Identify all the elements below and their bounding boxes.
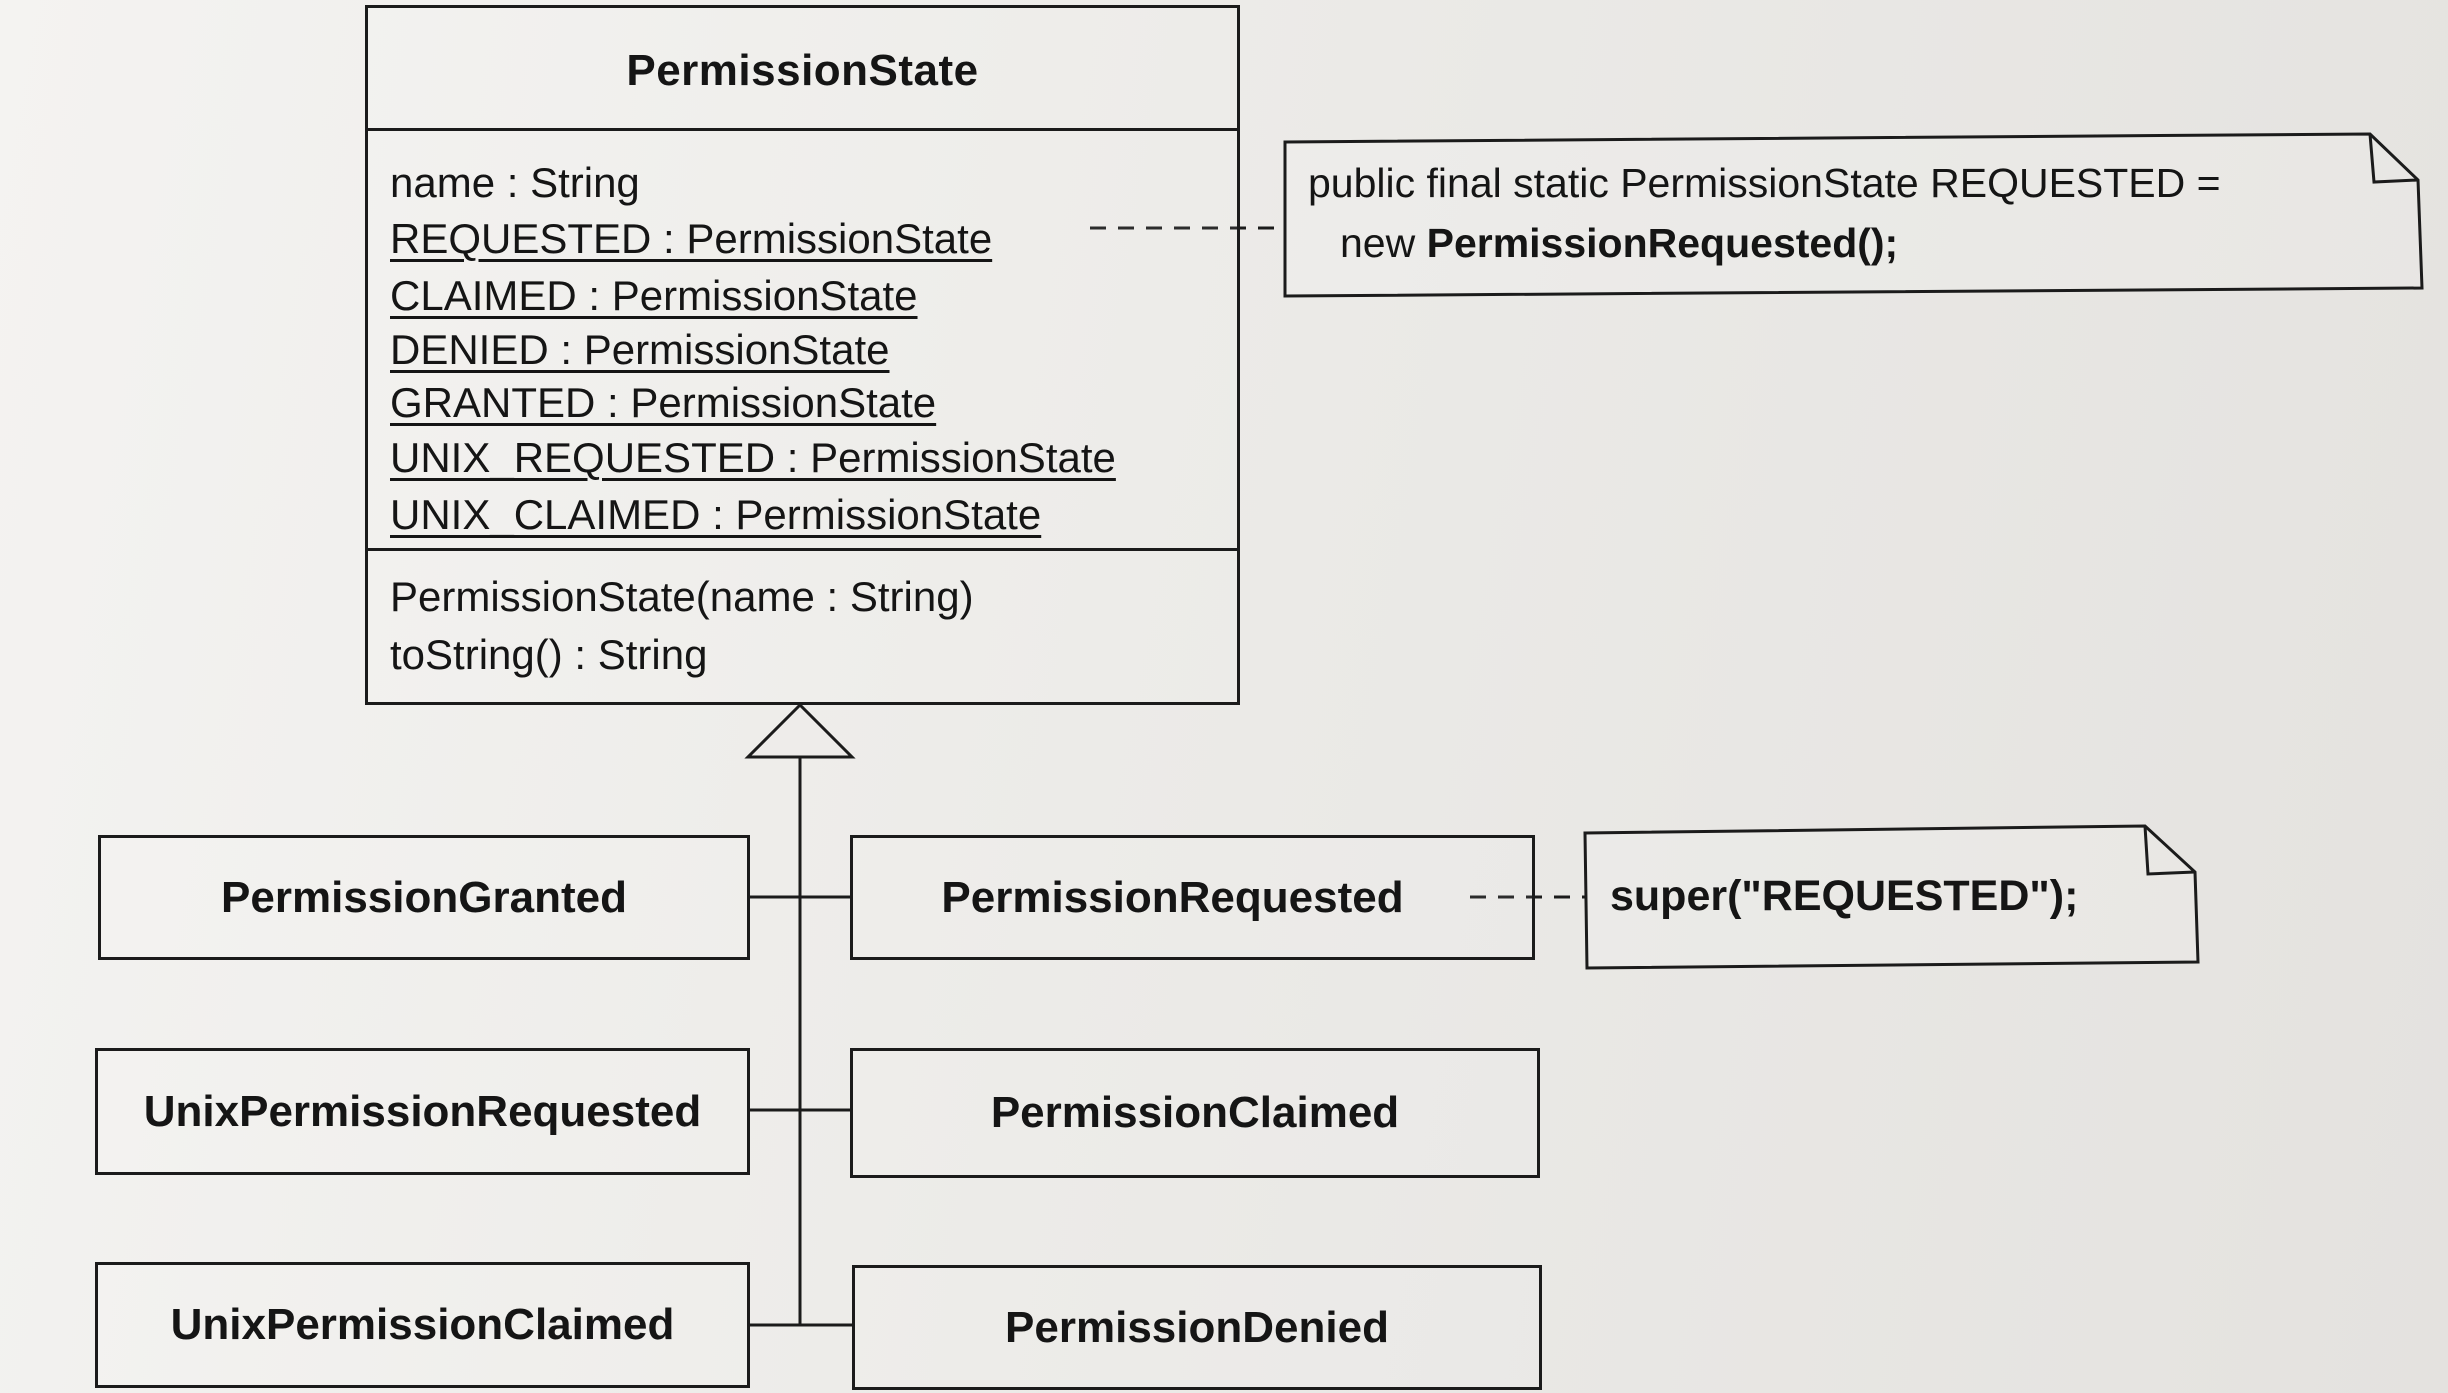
- note-outline-requested-field: [1283, 132, 2424, 298]
- note-outline-requested-constructor: [1583, 824, 2200, 970]
- generalization-arrowhead: [744, 702, 856, 759]
- attribute-claimed: CLAIMED : PermissionState: [390, 272, 918, 319]
- class-name-unix-permission-claimed: UnixPermissionClaimed: [170, 1300, 675, 1349]
- class-unix-permission-requested: UnixPermissionRequested: [95, 1048, 750, 1175]
- attribute-unix-claimed: UNIX_CLAIMED : PermissionState: [390, 491, 1042, 538]
- class-permission-denied: PermissionDenied: [852, 1265, 1542, 1390]
- note-requested-field-line-2: new PermissionRequested();: [1340, 220, 1898, 267]
- class-unix-permission-claimed: UnixPermissionClaimed: [95, 1262, 750, 1388]
- attribute-name: name : String: [390, 159, 640, 206]
- class-permission-claimed: PermissionClaimed: [850, 1048, 1540, 1178]
- class-name-permission-granted: PermissionGranted: [221, 872, 627, 922]
- attributes-compartment: name : String REQUESTED : PermissionStat…: [368, 128, 1237, 546]
- attribute-unix-requested: UNIX_REQUESTED : PermissionState: [390, 434, 1116, 481]
- class-permission-state: PermissionState name : String REQUESTED …: [365, 5, 1240, 705]
- class-name-unix-permission-requested: UnixPermissionRequested: [143, 1086, 702, 1136]
- note-requested-field-new-keyword: new: [1340, 220, 1427, 266]
- class-permission-requested: PermissionRequested: [850, 835, 1535, 960]
- class-name-permission-requested: PermissionRequested: [941, 872, 1404, 922]
- operation-constructor: PermissionState(name : String): [390, 573, 974, 620]
- note-requested-field-line-1: public final static PermissionState REQU…: [1308, 160, 2221, 206]
- class-permission-granted: PermissionGranted: [98, 835, 750, 960]
- class-name-permission-state: PermissionState: [626, 46, 979, 95]
- note-fold-requested-constructor: [2143, 825, 2196, 876]
- attribute-granted: GRANTED : PermissionState: [390, 379, 937, 426]
- class-name-permission-denied: PermissionDenied: [1005, 1302, 1389, 1352]
- note-requested-constructor-text: super("REQUESTED");: [1610, 872, 2079, 920]
- operations-compartment: PermissionState(name : String) toString(…: [368, 548, 1237, 701]
- class-name-permission-claimed: PermissionClaimed: [990, 1088, 1400, 1137]
- operation-to-string: toString() : String: [390, 631, 708, 678]
- attribute-requested: REQUESTED : PermissionState: [390, 215, 993, 262]
- note-requested-field-constructor-call: PermissionRequested();: [1426, 220, 1899, 266]
- note-fold-requested-field: [2368, 133, 2419, 184]
- attribute-denied: DENIED : PermissionState: [390, 326, 890, 373]
